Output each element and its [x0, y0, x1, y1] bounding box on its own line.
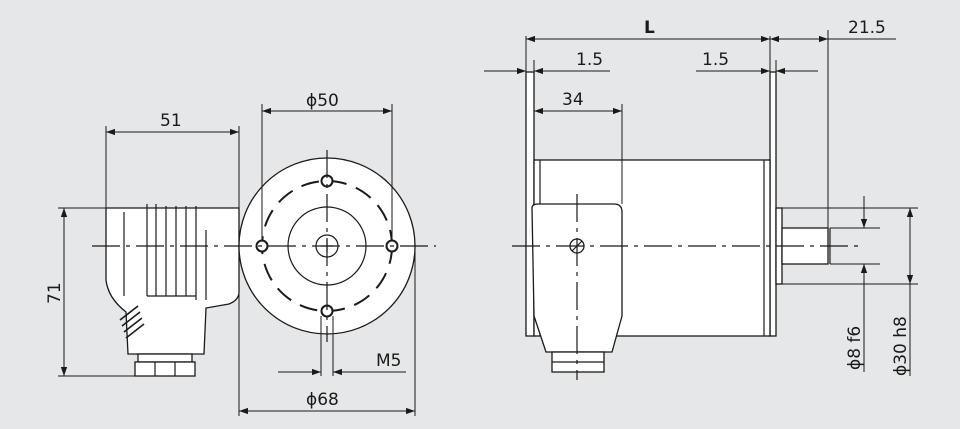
- dim-phi30-h8-label: ϕ30 h8: [891, 316, 911, 376]
- dim-length: L: [526, 18, 770, 43]
- dim-51: 51: [106, 111, 239, 136]
- connector-side: [531, 203, 623, 353]
- side-view: L 21.5 1.5 1.5 34 ϕ8 f6: [484, 18, 918, 380]
- dim-21-5-label: 21.5: [848, 18, 886, 38]
- dim-phi30-h8: ϕ30 h8: [891, 208, 914, 376]
- dim-length-label: L: [644, 18, 655, 38]
- dim-phi50-label: ϕ50: [306, 91, 339, 111]
- dim-phi8-f6: ϕ8 f6: [845, 196, 868, 372]
- dim-34-label: 34: [562, 90, 584, 110]
- dim-phi68-label: ϕ68: [306, 390, 339, 410]
- dim-1-5-left: 1.5: [484, 50, 610, 75]
- front-view: 51 ϕ50 71 ϕ68 M5: [45, 91, 436, 416]
- side-extension-lines: [525, 30, 918, 285]
- dim-1-5-right: 1.5: [696, 50, 818, 75]
- connector-housing: [105, 207, 240, 355]
- connector-inner-lines: [123, 204, 207, 300]
- cable-gland: [134, 353, 196, 377]
- dim-phi8-f6-label: ϕ8 f6: [845, 326, 865, 370]
- dim-m5: M5: [278, 351, 406, 376]
- dim-phi68: ϕ68: [239, 390, 415, 415]
- front-extension-lines: [58, 104, 416, 416]
- dim-21-5: 21.5: [770, 18, 896, 43]
- dim-1-5-left-label: 1.5: [576, 50, 603, 70]
- dim-phi50: ϕ50: [262, 91, 392, 115]
- dim-51-label: 51: [160, 111, 182, 131]
- rear-flange-plate: [525, 71, 535, 337]
- dim-71: 71: [45, 208, 68, 376]
- dim-m5-label: M5: [376, 351, 401, 371]
- vent-slots: [119, 305, 145, 339]
- dim-1-5-right-label: 1.5: [702, 50, 729, 70]
- dim-34: 34: [534, 90, 622, 115]
- front-flange-plate: [769, 71, 777, 337]
- dim-71-label: 71: [45, 282, 65, 304]
